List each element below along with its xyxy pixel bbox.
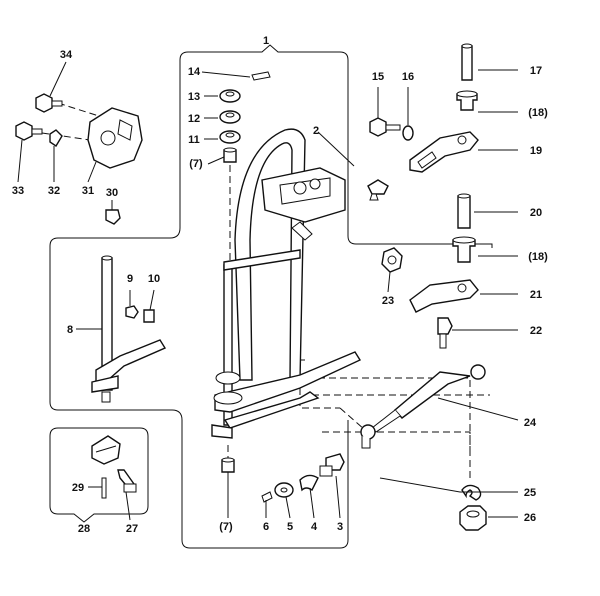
label-8: 8	[67, 324, 73, 336]
part-5-washer	[274, 482, 294, 498]
label-33: 33	[12, 185, 24, 197]
label-4: 4	[311, 521, 318, 533]
dash-bracket-33	[41, 132, 91, 141]
label-24: 24	[524, 417, 537, 429]
label-23: 23	[382, 295, 394, 307]
label-9: 9	[127, 273, 133, 285]
part-20-pin	[457, 193, 471, 229]
part-18-bushing-lower	[452, 236, 476, 263]
part-25-clip	[461, 484, 482, 501]
label-22: 22	[530, 325, 542, 337]
label-26: 26	[524, 512, 536, 524]
part-19-bracket	[409, 131, 479, 173]
leader-lines	[17, 61, 519, 521]
label-21: 21	[530, 289, 542, 301]
part-26-nut	[459, 505, 487, 531]
part-23-nut	[381, 247, 403, 273]
part-24-strut	[360, 364, 486, 449]
part-9-nut	[125, 305, 139, 319]
label-5: 5	[287, 521, 293, 533]
dash-bracket-34	[57, 102, 106, 119]
part-13-washer	[219, 89, 241, 103]
part-6-pin	[261, 491, 273, 503]
part-2-screw	[367, 179, 389, 201]
part-11-washer	[219, 130, 241, 144]
label-3: 3	[337, 521, 343, 533]
part-33-bolt	[15, 121, 43, 141]
part-7-bushing-lower	[221, 457, 235, 473]
label-10: 10	[148, 273, 160, 285]
part-15-bolt	[369, 117, 401, 137]
label-19: 19	[530, 145, 542, 157]
part-16-washer	[402, 125, 414, 141]
label-32: 32	[48, 185, 60, 197]
label-14: 14	[188, 66, 201, 78]
part-12-washer	[219, 110, 241, 124]
part-30-cap	[105, 209, 121, 225]
part-31-bracket	[87, 107, 143, 169]
part-22-bolt	[437, 317, 453, 349]
part-3-stud	[319, 453, 345, 477]
label-1: 1	[263, 35, 269, 47]
label-28: 28	[78, 523, 90, 535]
part-28-bracket	[91, 435, 121, 465]
part-14-pin	[251, 71, 271, 81]
label-7-lower: (7)	[219, 521, 233, 533]
group-28-boundary	[49, 427, 149, 523]
part-18-bushing-upper	[456, 90, 478, 111]
label-34: 34	[60, 49, 73, 61]
dash-base-3	[339, 407, 366, 431]
part-17-pin	[461, 43, 473, 81]
label-13: 13	[188, 91, 200, 103]
label-7-upper: (7)	[189, 158, 203, 170]
part-7-bushing-upper	[223, 147, 237, 163]
label-27: 27	[126, 523, 138, 535]
label-18-lower: (18)	[528, 251, 548, 263]
label-20: 20	[530, 207, 542, 219]
dash-link	[322, 431, 471, 480]
part-29-pin	[101, 477, 107, 499]
label-16: 16	[402, 71, 414, 83]
label-29: 29	[72, 482, 84, 494]
part-27-bolt	[117, 469, 137, 493]
label-12: 12	[188, 113, 200, 125]
part-21-arm	[409, 279, 479, 313]
part-4-clip	[299, 474, 319, 492]
label-18-upper: (18)	[528, 107, 548, 119]
label-17: 17	[530, 65, 542, 77]
label-2: 2	[313, 125, 319, 137]
main-frame	[211, 128, 362, 439]
part-34-bolt	[35, 93, 63, 113]
label-11: 11	[188, 134, 200, 146]
label-6: 6	[263, 521, 269, 533]
dash-base-to-nut	[318, 377, 471, 450]
part-32-washer	[49, 129, 63, 147]
label-30: 30	[106, 187, 118, 199]
main-assembly-boundary	[49, 44, 493, 549]
label-31: 31	[82, 185, 94, 197]
part-8-tiller	[91, 255, 167, 403]
label-25: 25	[524, 487, 536, 499]
part-labels: 1 2 3 4 5 6 (7) (7) 8 9 10 11 12 13 14 1…	[12, 35, 548, 535]
part-10-bushing	[143, 309, 155, 323]
label-15: 15	[372, 71, 384, 83]
